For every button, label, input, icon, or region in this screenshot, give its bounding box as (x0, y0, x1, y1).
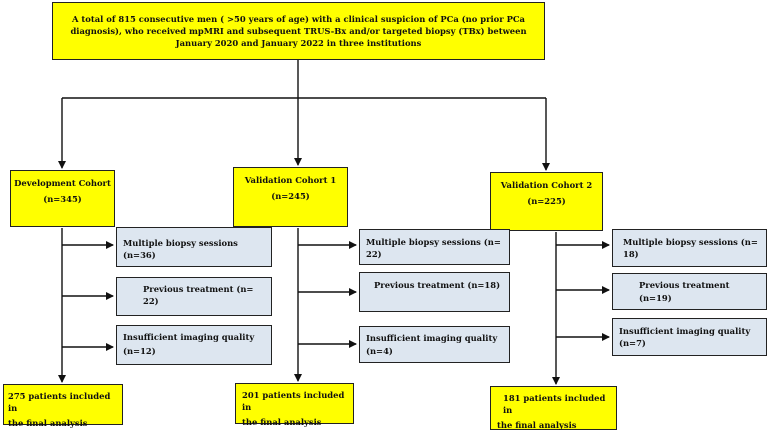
exclusion-label: Insufficient imaging quality (123, 332, 255, 342)
cohort-box-validation-1: Validation Cohort 1 (n=245) (233, 167, 348, 227)
inclusion-line: diagnosis), who received mpMRI and subse… (70, 25, 527, 36)
exclusion-label: Previous treatment (n=18) (374, 280, 501, 290)
exclusion-box: Insufficient imaging quality (n=12) (116, 325, 272, 365)
exclusion-label: Previous treatment (n= 22) (143, 284, 254, 307)
final-label: the final analysis (242, 417, 322, 428)
exclusion-box: Previous treatment (n= 22) (116, 277, 272, 316)
exclusion-label: Insufficient imaging quality (n=4) (366, 333, 498, 356)
cohort-count: (n=345) (43, 194, 82, 205)
exclusion-label: Multiple biopsy sessions (n=36) (123, 238, 238, 261)
exclusion-box: Multiple biopsy sessions (n= 22) (359, 229, 510, 265)
final-analysis-box-validation-1: 201 patients included in the final analy… (235, 383, 354, 427)
cohort-title: Validation Cohort 1 (244, 175, 337, 185)
inclusion-line: A total of 815 consecutive men ( >50 yea… (72, 13, 525, 24)
cohort-box-validation-2: Validation Cohort 2 (n=225) (490, 172, 603, 231)
exclusion-label: Multiple biopsy sessions (n= 18) (623, 237, 758, 260)
inclusion-line: January 2020 and January 2022 in three i… (175, 38, 422, 49)
exclusion-box: Insufficient imaging quality (n=4) (359, 326, 510, 363)
final-label: the final analysis (8, 418, 88, 429)
exclusion-label: Previous treatment (n=19) (639, 280, 730, 303)
cohort-title: Validation Cohort 2 (500, 180, 593, 190)
exclusion-label: (n=12) (123, 346, 156, 357)
final-analysis-box-validation-2: 181 patients included in the final analy… (490, 386, 617, 430)
final-label: 201 patients included in (242, 390, 345, 413)
exclusion-box: Previous treatment (n=18) (359, 272, 510, 312)
cohort-count: (n=225) (527, 196, 566, 207)
final-label: 181 patients included in (503, 393, 606, 416)
cohort-count: (n=245) (271, 191, 310, 202)
exclusion-box: Multiple biopsy sessions (n=36) (116, 227, 272, 267)
final-label: the final analysis (497, 420, 577, 431)
final-analysis-box-development: 275 patients included in the final analy… (3, 384, 123, 428)
cohort-title: Development Cohort (14, 178, 111, 188)
exclusion-label: Insufficient imaging quality (n=7) (619, 325, 751, 348)
cohort-box-development: Development Cohort (n=345) (10, 170, 115, 227)
exclusion-label: Multiple biopsy sessions (n= 22) (366, 237, 501, 260)
exclusion-box: Previous treatment (n=19) (612, 273, 767, 310)
exclusion-box: Multiple biopsy sessions (n= 18) (612, 229, 767, 267)
inclusion-criteria-box: A total of 815 consecutive men ( >50 yea… (52, 2, 545, 60)
final-label: 275 patients included in (8, 391, 111, 414)
exclusion-box: Insufficient imaging quality (n=7) (612, 318, 767, 356)
